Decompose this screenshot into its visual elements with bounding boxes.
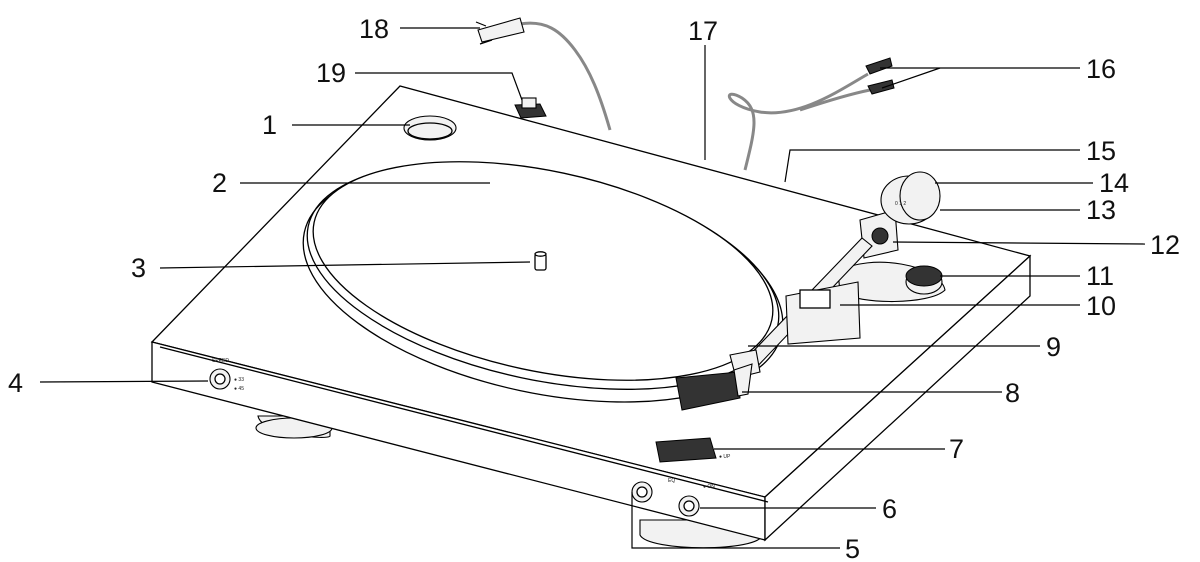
callout-3: 3 bbox=[131, 253, 146, 283]
leader-3 bbox=[159, 261, 531, 269]
callout-numbers: 1 2 3 4 5 6 7 8 9 10 11 12 13 14 15 16 1… bbox=[8, 14, 1180, 562]
spindle bbox=[534, 251, 547, 271]
volume-knob bbox=[678, 495, 700, 517]
leader-lines bbox=[39, 27, 1146, 549]
rca-cable bbox=[727, 57, 895, 171]
dust-cover-hinge bbox=[514, 97, 547, 119]
speed-knob bbox=[209, 368, 231, 390]
callout-19: 19 bbox=[316, 58, 346, 88]
leader-5 bbox=[631, 492, 840, 549]
leader-15 bbox=[784, 149, 1080, 183]
lift-lever-label: ● UP bbox=[719, 454, 731, 460]
callout-4: 4 bbox=[8, 368, 23, 398]
callout-15: 15 bbox=[1086, 136, 1116, 166]
eq-switch-knob bbox=[631, 481, 653, 503]
platter bbox=[302, 161, 784, 403]
callout-16: 16 bbox=[1086, 54, 1116, 84]
speed-option-45: ● 45 bbox=[234, 386, 244, 392]
callout-7: 7 bbox=[949, 434, 964, 464]
counterweight-scale: 0 1 2 bbox=[895, 201, 906, 207]
callout-8: 8 bbox=[1005, 378, 1020, 408]
callout-1: 1 bbox=[262, 110, 277, 140]
adapter-recess bbox=[403, 115, 457, 141]
callout-18: 18 bbox=[359, 14, 389, 44]
callout-2: 2 bbox=[212, 168, 227, 198]
leader-12 bbox=[892, 241, 1146, 245]
callout-9: 9 bbox=[1046, 332, 1061, 362]
callout-11: 11 bbox=[1086, 261, 1114, 291]
callout-17: 17 bbox=[688, 16, 718, 46]
speed-option-33: ● 33 bbox=[234, 377, 244, 383]
callout-14: 14 bbox=[1099, 168, 1129, 198]
on-label: ● ON bbox=[703, 484, 715, 490]
leader-19 bbox=[355, 72, 523, 101]
callout-5: 5 bbox=[845, 534, 860, 562]
speed-label: SPEED bbox=[212, 358, 229, 364]
leader-4 bbox=[39, 380, 209, 383]
power-cable bbox=[475, 17, 612, 131]
tonearm-assembly: 0 1 2 bbox=[655, 171, 946, 463]
callout-6: 6 bbox=[882, 494, 897, 524]
eq-label: EQ bbox=[668, 478, 675, 484]
callout-12: 12 bbox=[1150, 230, 1180, 260]
callout-10: 10 bbox=[1086, 291, 1116, 321]
callout-13: 13 bbox=[1086, 195, 1116, 225]
leader-16b bbox=[881, 67, 941, 89]
